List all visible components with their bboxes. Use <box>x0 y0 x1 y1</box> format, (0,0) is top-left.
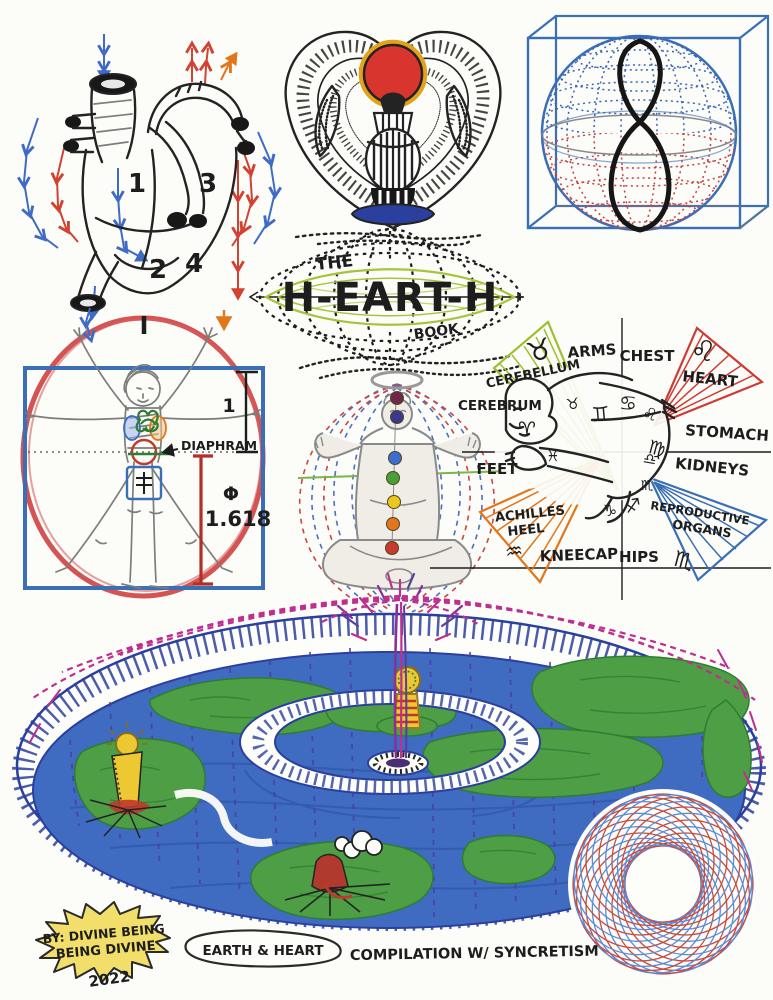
volcano-icon <box>284 830 391 916</box>
scorpio-glyph: ♏ <box>641 478 654 494</box>
gemini-glyph: ♊ <box>591 401 611 426</box>
title-main: H-EART-H <box>282 275 499 321</box>
chamber-number-2: 2 <box>149 255 167 285</box>
winged-scarab-drawing <box>284 30 502 247</box>
leo-wedge-glyph: ♌ <box>688 332 719 369</box>
sun-tree-icon <box>85 722 167 839</box>
chamber-number-3: 3 <box>199 169 217 199</box>
fountain-dome-arcs <box>29 594 756 701</box>
vitruvian-man-drawing: DIAPHRAM Φ 1.618 1 <box>20 307 271 599</box>
capricorn-glyph: ♑ <box>603 501 617 520</box>
stamp-text: EARTH & HEART <box>202 943 324 959</box>
heart-scribble-icon <box>135 409 159 433</box>
virgo-glyph: ♍ <box>646 436 668 462</box>
label-chest: CHEST <box>620 347 676 365</box>
aries-glyph: ♈ <box>518 417 536 441</box>
label-heart: HEART <box>682 367 740 391</box>
sphere-in-cube-drawing <box>526 14 770 233</box>
meditating-figure-drawing <box>297 354 599 617</box>
chakra-dots <box>385 391 404 555</box>
title-stamp: EARTH & HEART COMPILATION W/ SYNCRETISM <box>184 929 599 968</box>
libra-glyph: ♎ <box>642 449 658 469</box>
label-kneecap: KNEECAP <box>540 545 619 566</box>
label-achilles-1: ACHILLES <box>494 503 565 525</box>
label-feet: FEET <box>477 460 519 478</box>
label-stomach: STOMACH <box>685 421 770 445</box>
label-achilles-2: HEEL <box>507 521 545 540</box>
author-starburst: BY: DIVINE BEING BEING DIVINE 2022 <box>35 901 171 991</box>
hearth-title-torus: THE H-EART-H BOOK <box>248 227 524 367</box>
label-kidneys: KIDNEYS <box>674 454 750 480</box>
zodiac-labels: CEREBELLUM ARMS CHEST HEART CEREBRUM STO… <box>458 340 770 566</box>
zodiac-body-map: ♉ ♌ ♏ ♒ ♈ ♉ ♊ ♋ ♌ ♍ ♎ ♏ ♐ ♑ ♓ CEREBELLUM… <box>430 318 771 600</box>
chamber-number-4: 4 <box>185 249 203 279</box>
diaphragm-label: DIAPHRAM <box>181 438 257 453</box>
scorpio-wedge-glyph: ♏ <box>671 547 697 576</box>
aquarius-wedge-glyph: ♒ <box>503 538 524 564</box>
sagittarius-glyph: ♐ <box>623 495 643 518</box>
fountain-column <box>393 601 408 759</box>
phi-symbol: Φ <box>223 483 239 505</box>
caption-text: COMPILATION W/ SYNCRETISM <box>350 944 599 964</box>
crescent-icon <box>350 203 436 226</box>
halo-icon <box>370 370 424 390</box>
cancer-glyph: ♋ <box>619 391 637 415</box>
vortex-spirograph <box>568 789 758 979</box>
phi-value: 1.618 <box>205 507 271 531</box>
label-hips: HIPS <box>619 548 659 566</box>
leo-glyph: ♌ <box>641 404 659 426</box>
ice-wall-ring <box>12 613 766 931</box>
label-cerebrum: CEREBRUM <box>458 398 542 414</box>
title-book: BOOK <box>413 321 461 343</box>
title-the: THE <box>315 251 354 275</box>
byline-year: 2022 <box>87 967 131 991</box>
lemniscate-icon <box>608 38 672 233</box>
unit-measure-label: 1 <box>222 395 235 417</box>
taurus-glyph: ♉ <box>565 394 581 414</box>
heart-anatomy-drawing: 1 3 2 4 <box>17 34 282 321</box>
chamber-number-1: 1 <box>128 169 146 199</box>
label-arms: ARMS <box>567 340 617 361</box>
pisces-glyph: ♓ <box>546 447 559 465</box>
flat-earth-drawing <box>12 572 766 931</box>
